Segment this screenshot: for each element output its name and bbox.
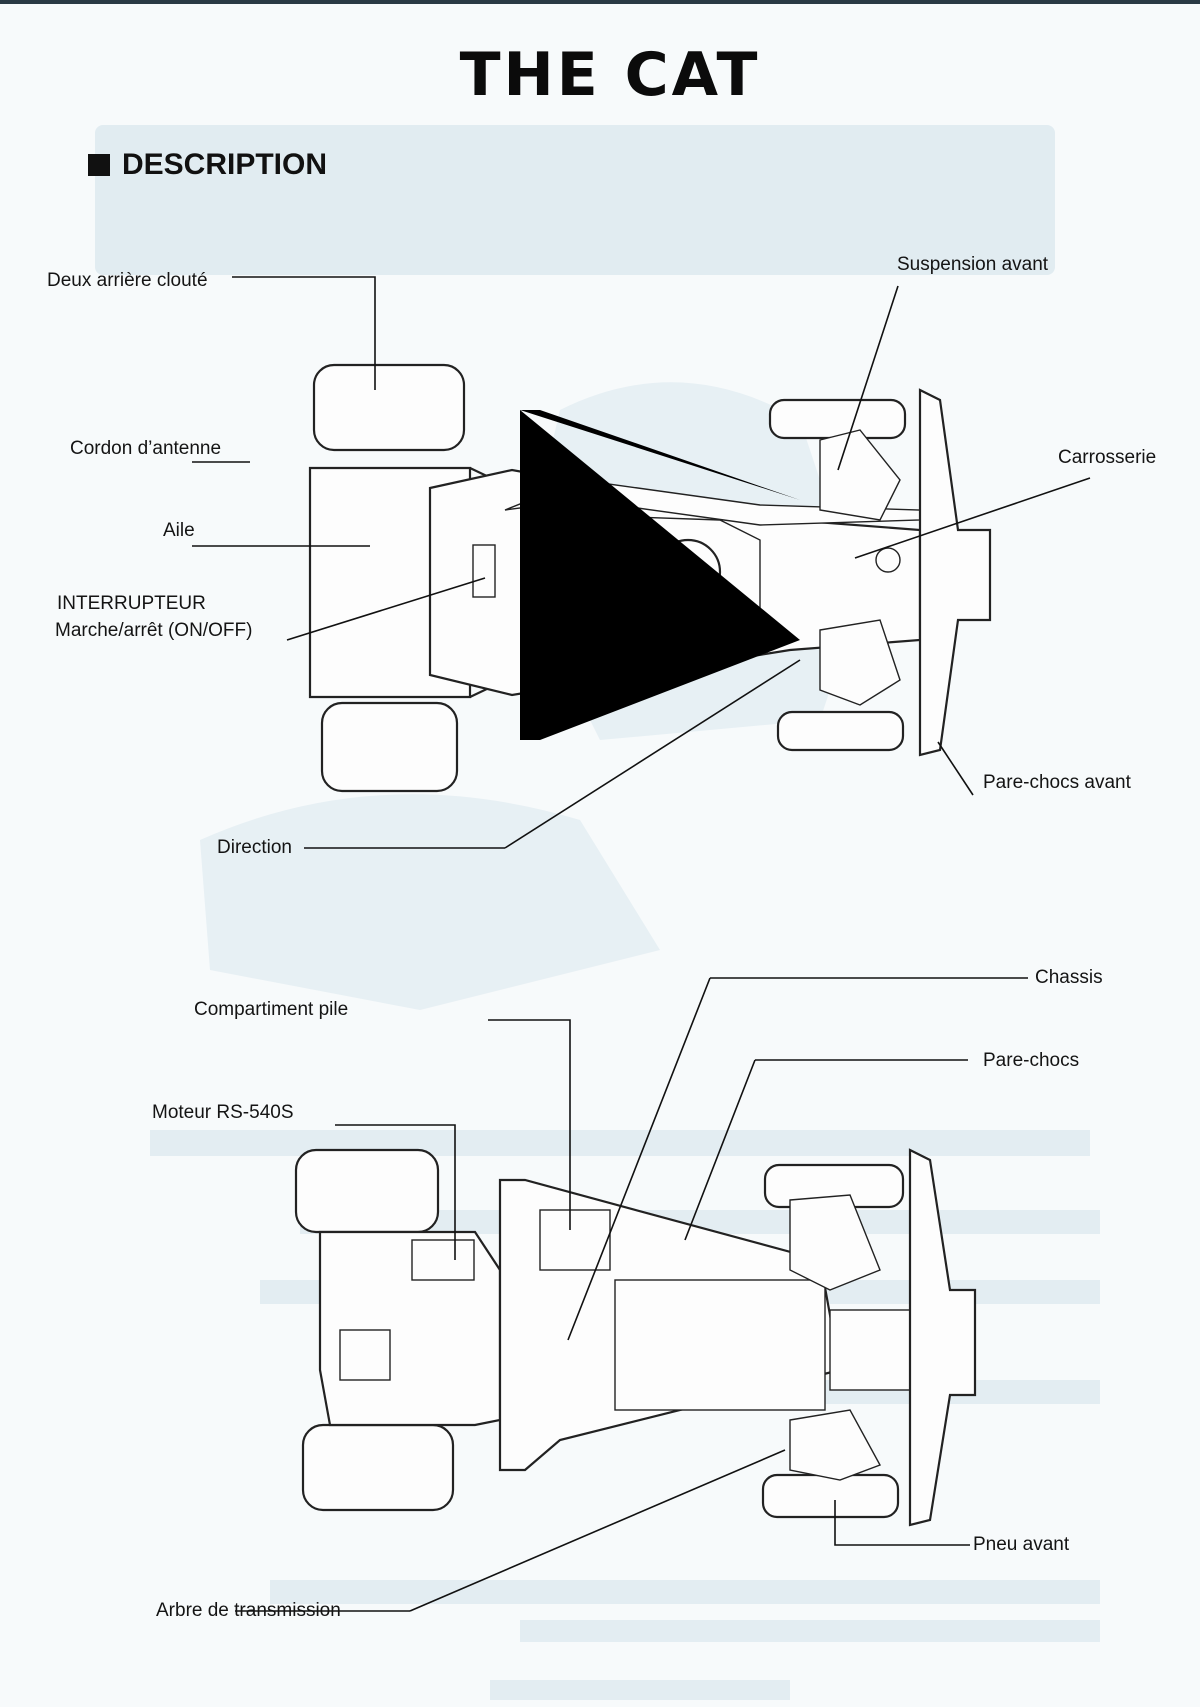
label-front-suspension: Suspension avant	[897, 254, 1049, 275]
top-car-illustration	[308, 363, 992, 793]
rear-tire-top	[312, 363, 466, 452]
label-bumper: Pare-chocs	[983, 1050, 1080, 1071]
page-top-rule	[0, 0, 1200, 4]
label-motor: Moteur RS-540S	[152, 1102, 294, 1123]
front-tire-lower	[776, 710, 905, 752]
rear-tire-top-b	[294, 1148, 440, 1234]
label-chassis: Chassis	[1035, 967, 1103, 988]
page-title: THE CAT	[459, 40, 761, 110]
label-front-bumper: Pare-chocs avant	[983, 772, 1131, 793]
watermark-bleed	[95, 125, 1100, 1700]
label-switch-line2: Marche/arrêt (ON/OFF)	[55, 620, 253, 641]
battery-compartment	[539, 1209, 611, 1271]
leader-lines	[192, 276, 1091, 1612]
front-tire-bottom-b	[761, 1473, 900, 1519]
front-bumper-b	[908, 1148, 977, 1527]
square-bullet-icon	[88, 154, 110, 176]
rear-tire-bottom-b	[301, 1423, 455, 1512]
label-switch-line1: INTERRUPTEUR	[57, 593, 206, 614]
bottom-car-illustration	[294, 1148, 977, 1527]
front-bumper	[918, 388, 992, 757]
section-heading-text: DESCRIPTION	[122, 148, 328, 181]
label-antenna: Cordon d’antenne	[70, 438, 222, 459]
front-tire-upper	[768, 398, 907, 440]
label-rear-tires: Deux arrière clouté	[47, 270, 208, 291]
label-body: Carrosserie	[1058, 447, 1157, 468]
label-battery: Compartiment pile	[194, 999, 349, 1020]
rear-tire-bottom	[320, 701, 459, 793]
motor	[411, 1239, 475, 1281]
section-heading: DESCRIPTION	[88, 148, 327, 182]
label-steering: Direction	[217, 837, 292, 858]
label-driveshaft: Arbre de transmission	[156, 1600, 341, 1621]
label-front-tire: Pneu avant	[973, 1534, 1070, 1555]
label-wing: Aile	[163, 520, 195, 541]
on-off-switch	[472, 544, 496, 598]
